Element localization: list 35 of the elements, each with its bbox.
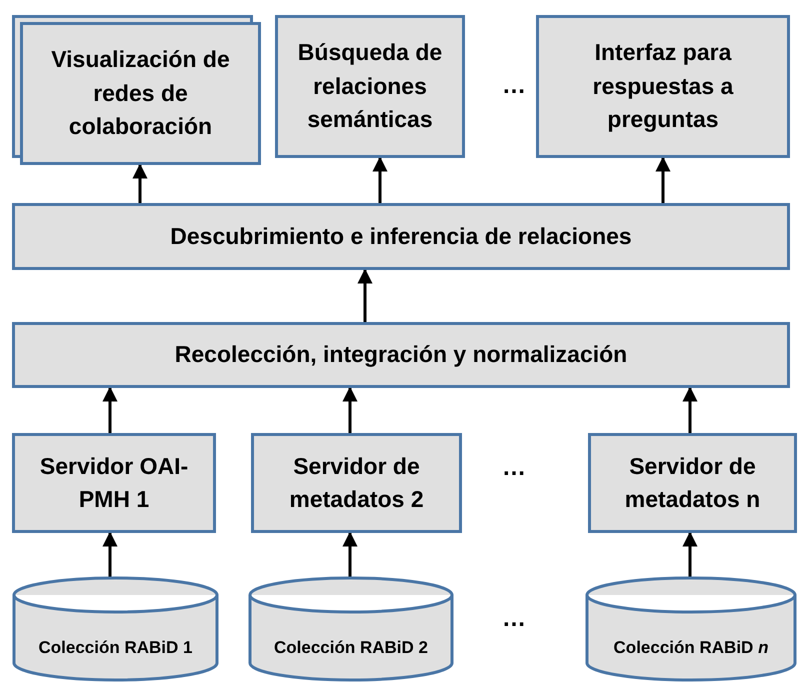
arrow: [656, 156, 670, 203]
node-label: Visualización de redes de colaboración: [50, 45, 231, 142]
process-box: [251, 433, 462, 533]
arrow: [342, 532, 358, 578]
arrow: [132, 164, 148, 203]
process-box: [12, 322, 790, 388]
node-label: Colección RABiD 2: [273, 638, 429, 658]
database-cylinder: [12, 578, 219, 680]
node-label: Interfaz para respuestas a preguntas: [592, 38, 734, 134]
arrow: [682, 532, 698, 578]
arrow: [102, 386, 118, 433]
process-box: [12, 203, 790, 270]
stacked-process-box: [20, 22, 261, 165]
ellipsis-label: …: [502, 454, 526, 482]
arrow: [102, 532, 118, 578]
database-cylinder: [585, 578, 797, 680]
process-box: [536, 15, 790, 158]
process-box: [275, 15, 465, 158]
node-label: Servidor OAI-PMH 1: [38, 452, 190, 514]
process-box: [12, 433, 216, 533]
database-cylinder: [248, 578, 454, 680]
node-label: Búsqueda de relaciones semánticas: [296, 38, 444, 134]
process-box: [588, 433, 797, 533]
node-label: Colección RABiD n: [612, 638, 770, 658]
arrow: [682, 386, 698, 433]
node-label: Descubrimiento e inferencia de relaciones: [169, 222, 633, 251]
arrow: [342, 386, 358, 433]
arrow: [372, 156, 388, 203]
ellipsis-label: …: [502, 605, 526, 633]
node-label: Colección RABiD 1: [38, 638, 194, 658]
arrow: [358, 268, 372, 322]
node-label: Recolección, integración y normalización: [174, 340, 628, 370]
ellipsis-label: …: [502, 72, 526, 100]
node-label: Servidor de metadatos n: [624, 452, 762, 514]
node-label: Servidor de metadatos 2: [288, 452, 425, 514]
